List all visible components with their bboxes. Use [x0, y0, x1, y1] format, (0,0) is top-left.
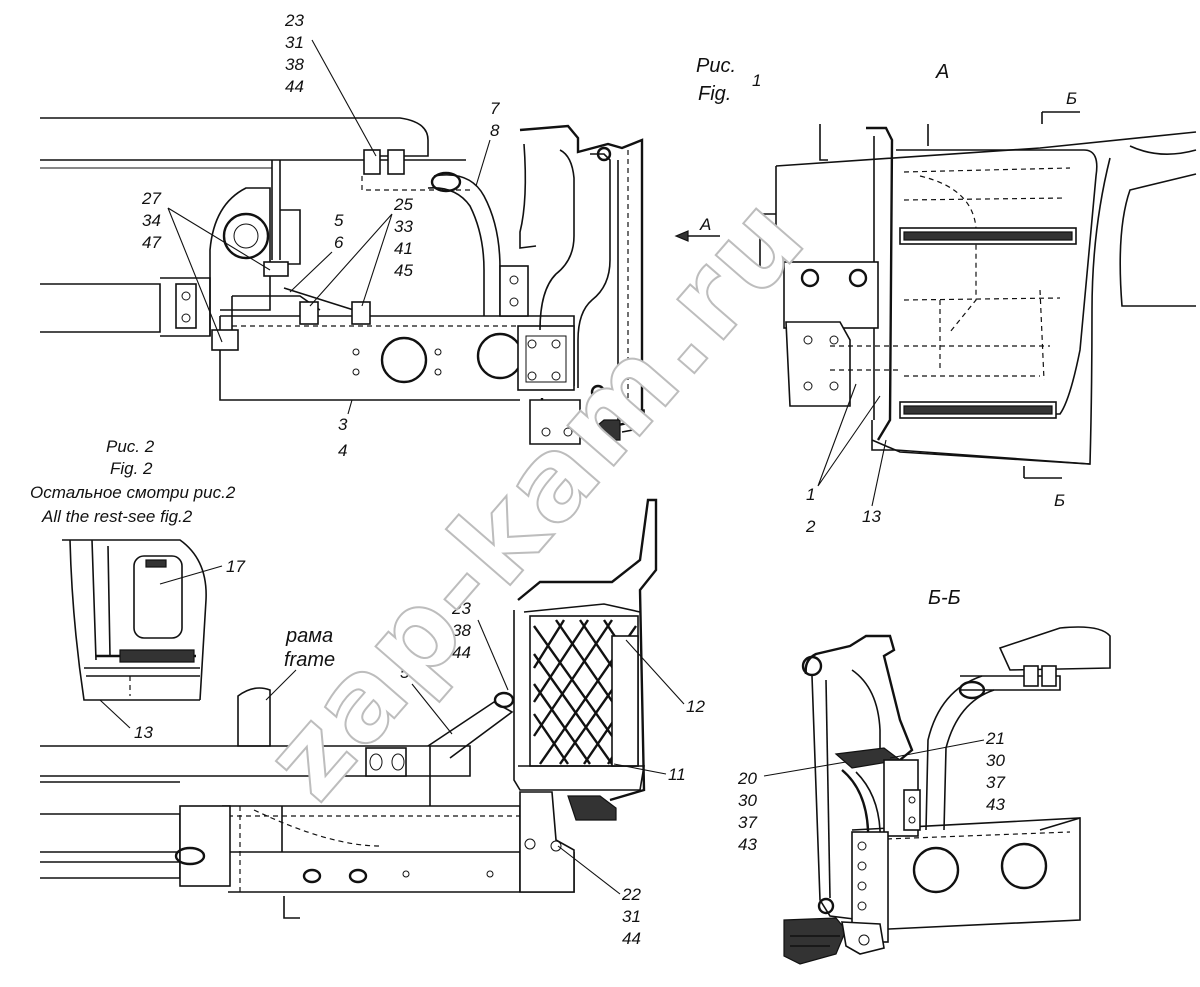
fig2-note-ru: Остальное смотри рис.2 [30, 483, 236, 502]
section-bb-title: Б-Б [928, 587, 961, 609]
callout-45: 45 [394, 261, 413, 280]
callout-5-b: 5 [400, 663, 410, 682]
callout-25: 25 [393, 195, 413, 214]
callout-20: 20 [737, 769, 757, 788]
fig2-title-ru: Рис. 2 [106, 437, 155, 456]
callout-4: 4 [338, 441, 347, 460]
callout-31-c: 31 [622, 907, 641, 926]
callout-23: 23 [284, 11, 304, 30]
callout-11: 11 [668, 765, 686, 784]
callout-3: 3 [338, 415, 348, 434]
callout-44: 44 [285, 77, 304, 96]
callout-2: 2 [805, 517, 816, 536]
section-mark-top: Б [1066, 89, 1077, 108]
callout-group-23-31-38-44: 23 31 38 44 [284, 11, 377, 157]
callout-11: 11 [613, 763, 686, 784]
callout-13-a: 13 [862, 507, 881, 526]
frame-label-en: frame [284, 649, 335, 671]
fig1-caption: Рис. Fig. 1 [696, 55, 761, 105]
callout-13-b: 13 [134, 723, 153, 742]
view-a-callouts: 1 2 13 [805, 383, 887, 536]
section-mark-bottom: Б [1054, 491, 1065, 510]
view-fig1-assembly: А [40, 117, 720, 445]
callout-41: 41 [394, 239, 413, 258]
callout-37-b: 37 [738, 813, 757, 832]
section-bb: Б-Б [783, 587, 1111, 965]
view-a: А Б Б [759, 61, 1197, 510]
callout-group-5-6: 5 6 [289, 211, 344, 293]
callout-21: 21 [985, 729, 1005, 748]
callout-group-21-30-37-43: 21 30 37 43 [889, 729, 1005, 814]
callout-30-b: 30 [738, 791, 757, 810]
callout-5: 5 [334, 211, 344, 230]
callout-30-a: 30 [986, 751, 1005, 770]
callout-group-7-8: 7 8 [475, 99, 500, 187]
callout-6: 6 [334, 233, 344, 252]
fig1-callouts: 23 31 38 44 7 8 27 34 47 5 6 25 33 41 45 [141, 11, 500, 460]
callout-38: 38 [285, 55, 304, 74]
callout-23-b: 23 [451, 599, 471, 618]
callout-31: 31 [285, 33, 304, 52]
callout-group-1-2: 1 2 [805, 383, 881, 536]
section-bb-callouts: 21 30 37 43 20 30 37 43 [737, 729, 1005, 854]
callout-group-3-4: 3 4 [338, 399, 353, 460]
callout-13-view-a: 13 [862, 439, 887, 526]
view-arrow-a-label: А [699, 215, 711, 234]
callout-7: 7 [490, 99, 500, 118]
fig2-note-en: All the rest-see fig.2 [41, 507, 193, 526]
view-a-title: А [935, 61, 949, 83]
callout-27: 27 [141, 189, 161, 208]
fig1-number: 1 [752, 71, 761, 90]
callout-22: 22 [621, 885, 641, 904]
callout-group-20-30-37-43: 20 30 37 43 [737, 761, 847, 854]
callout-44-c: 44 [622, 929, 641, 948]
callout-group-23-38-44: 23 38 44 [451, 599, 509, 691]
callout-group-22-31-44: 22 31 44 [557, 845, 641, 948]
callout-33: 33 [394, 217, 413, 236]
callout-12: 12 [686, 697, 705, 716]
callout-44-b: 44 [452, 643, 471, 662]
callout-38-b: 38 [452, 621, 471, 640]
callout-43-a: 43 [986, 795, 1005, 814]
fig1-title-ru: Рис. [696, 55, 736, 77]
fig2-title-en: Fig. 2 [110, 459, 153, 478]
callout-5-bottom: 5 [400, 663, 453, 735]
view-fig2-detail: 17 13 [62, 539, 245, 742]
callout-1: 1 [806, 485, 815, 504]
callout-8: 8 [490, 121, 500, 140]
callout-12: 12 [625, 639, 705, 716]
callout-43-b: 43 [738, 835, 757, 854]
callout-37-a: 37 [986, 773, 1005, 792]
fig1-title-en: Fig. [698, 83, 731, 105]
callout-47: 47 [142, 233, 161, 252]
callout-17: 17 [226, 557, 245, 576]
callout-34: 34 [142, 211, 161, 230]
frame-label-ru: рама [285, 625, 333, 647]
view-bottom-assembly: рама frame [40, 498, 658, 919]
callout-group-25-33-41-45: 25 33 41 45 [309, 195, 413, 307]
callout-group-27-34-47: 27 34 47 [141, 189, 271, 343]
bottom-view-callouts: 23 38 44 5 12 11 22 31 44 [400, 599, 705, 948]
fig2-caption: Рис. 2 Fig. 2 Остальное смотри рис.2 All… [30, 437, 236, 526]
